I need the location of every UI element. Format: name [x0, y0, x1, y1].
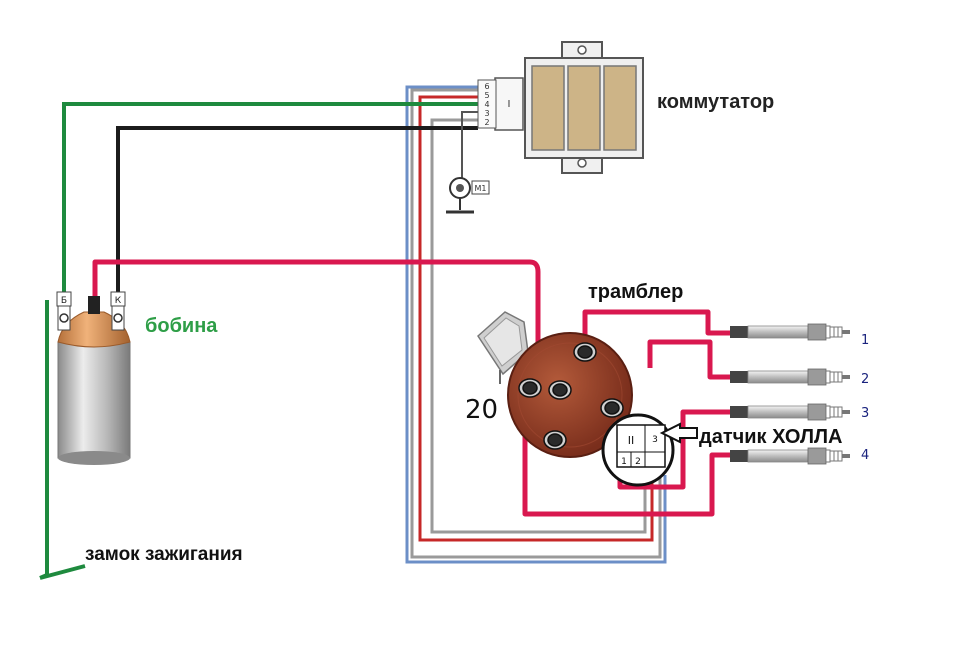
plug-number-2: 2 — [861, 372, 870, 387]
hall-sensor-label: датчик ХОЛЛА — [699, 426, 843, 448]
coil-terminal-b: Б — [61, 296, 67, 306]
spark-plug-1 — [730, 323, 850, 341]
hall-arrow — [659, 422, 698, 444]
motor-label: М1 — [475, 184, 487, 193]
commutator-label: коммутатор — [657, 91, 775, 113]
grey-inner-wire — [430, 118, 647, 534]
coil-label: бобина — [145, 315, 218, 337]
grey-wire — [410, 88, 662, 559]
distributor: 20 — [465, 311, 633, 458]
cap-terminals — [518, 342, 624, 450]
spark-plug-3 — [730, 403, 850, 421]
commutator-module: I 6 5 4 3 2 — [477, 41, 644, 174]
hall-pin: II — [628, 434, 635, 447]
spark-plug-2 — [730, 368, 850, 386]
commutator-pin: 2 — [484, 118, 489, 127]
commutator-pin: 6 — [484, 82, 489, 91]
black-wire — [116, 126, 478, 300]
distributor-label: трамблер — [588, 281, 684, 303]
motor-m1: М1 — [446, 111, 490, 214]
hv-coil-to-distributor — [92, 259, 541, 360]
commutator-pin: 4 — [484, 100, 489, 109]
hall-pin: 3 — [652, 435, 658, 445]
commutator-connector — [494, 77, 524, 131]
commutator-body-mark: I — [508, 99, 511, 110]
plug-number-4: 4 — [861, 448, 870, 463]
motor-lead — [461, 111, 478, 178]
spark-plugs — [730, 323, 850, 465]
vacuum-advance — [477, 311, 529, 384]
commutator-pin: 5 — [484, 91, 489, 100]
plug-number-1: 1 — [861, 333, 870, 348]
hv-plug1-lead — [582, 309, 738, 355]
spark-plug-4 — [730, 447, 850, 465]
coil-body — [57, 341, 131, 459]
hv-plug4-lead — [522, 395, 738, 517]
ignition-lock-label: замок зажигания — [85, 544, 243, 565]
coil-terminal-k: К — [115, 296, 122, 306]
blue-wire — [405, 85, 667, 564]
harness-wires — [405, 85, 667, 564]
hall-sensor: II 1 2 3 — [601, 413, 698, 487]
plug-number-3: 3 — [861, 406, 870, 421]
commutator-pin: 3 — [484, 109, 489, 118]
red-wire — [418, 95, 654, 542]
hall-pin: 2 — [635, 457, 641, 467]
hv-plug2-lead — [647, 339, 738, 380]
hall-pin: 1 — [621, 457, 627, 467]
distributor-number: 20 — [465, 395, 498, 425]
ignition-coil: Б К — [56, 291, 131, 465]
